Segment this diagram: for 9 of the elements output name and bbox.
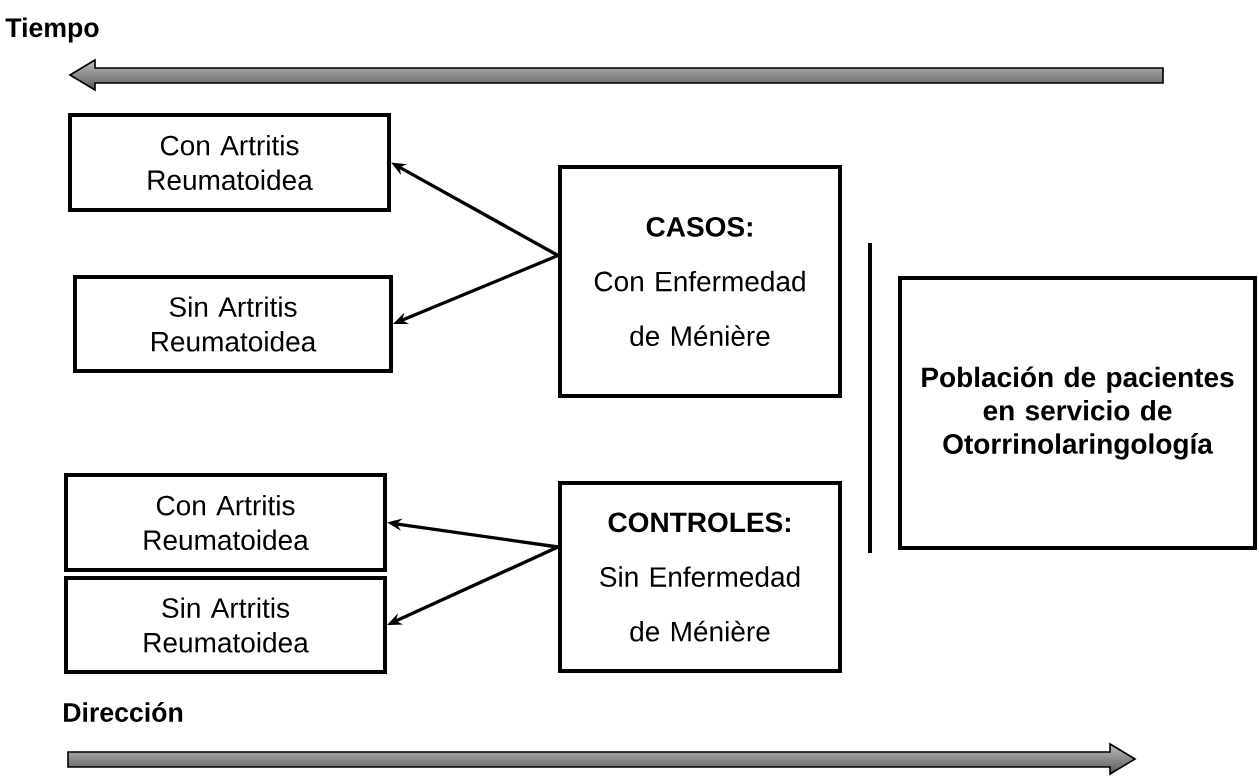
process-box: Sin Artritis Reumatoidea (64, 576, 387, 674)
process-box: CONTROLES: Sin Enfermedad de Ménière (558, 481, 842, 673)
process-box: Con Artritis Reumatoidea (64, 473, 387, 572)
axis-label: Tiempo (5, 17, 99, 43)
process-box: Con Artritis Reumatoidea (68, 113, 391, 212)
process-box: Población de pacientes en servicio de Otorrinolaringología (898, 276, 1257, 550)
process-box: Sin Artritis Reumatoidea (73, 275, 393, 373)
process-box: CASOS: Con Enfermedad de Ménière (558, 165, 842, 398)
axis-label: Dirección (64, 702, 183, 722)
